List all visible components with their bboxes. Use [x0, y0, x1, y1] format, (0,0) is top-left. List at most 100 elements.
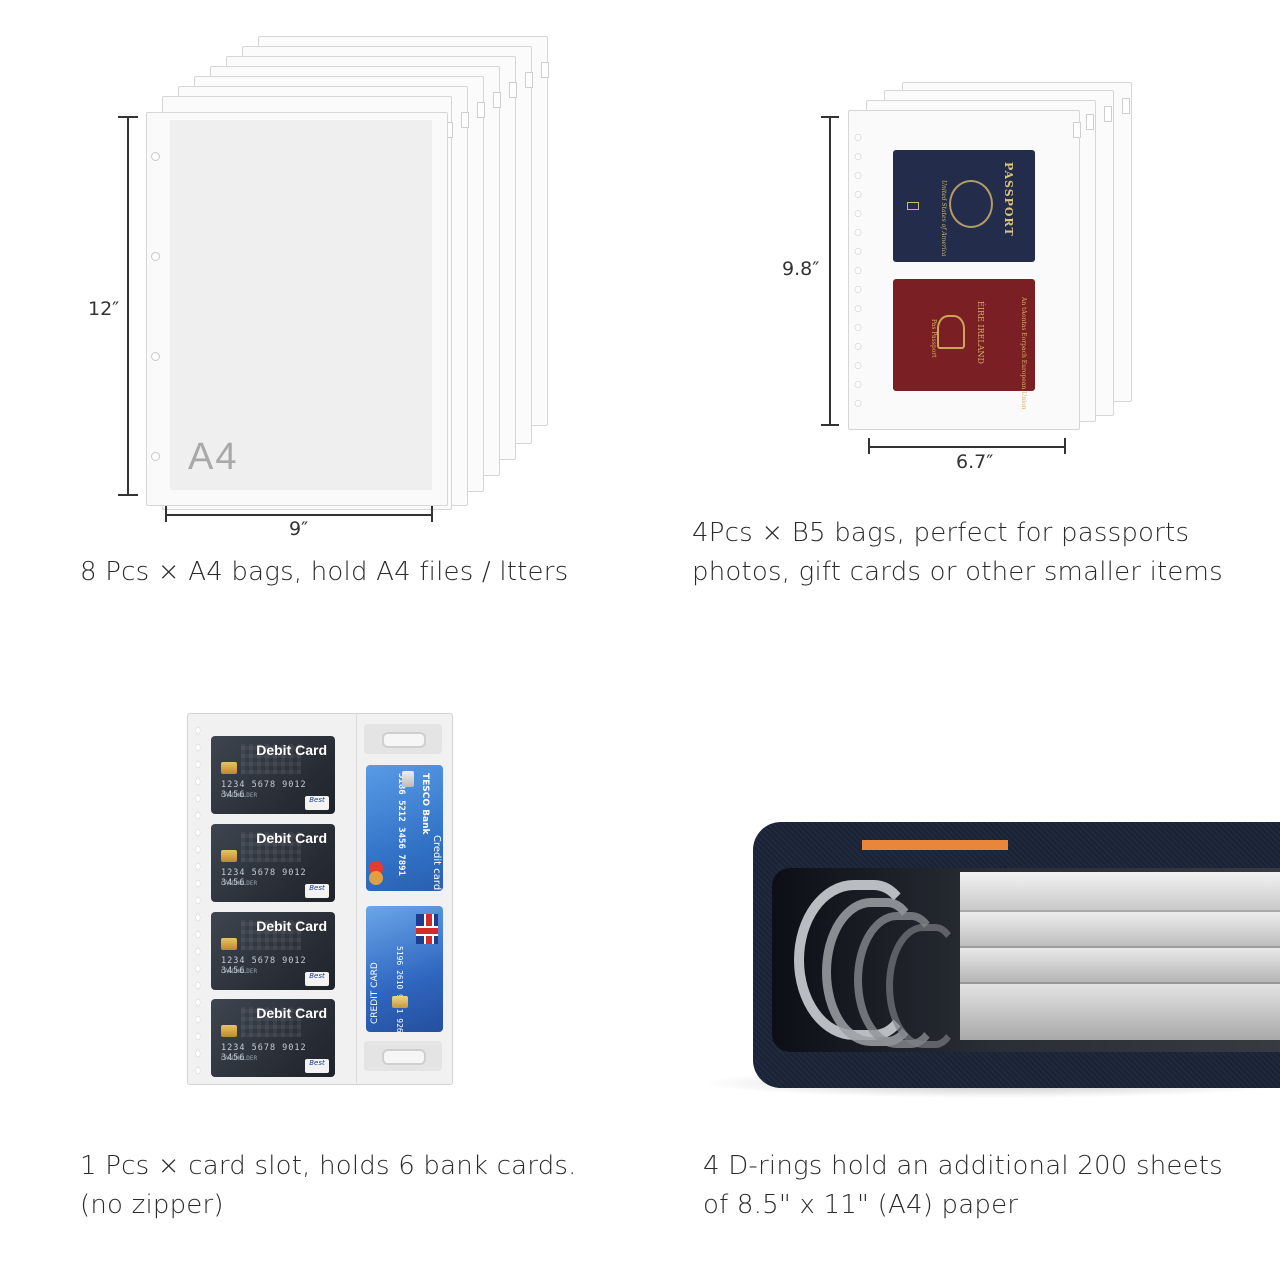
- b5-caption-line2: photos, gift cards or other smaller item…: [692, 557, 1223, 587]
- height-dimension-line: [829, 116, 831, 426]
- uk-flag-icon: [416, 914, 438, 944]
- tesco-card-number: 5186 5212 3456 7891: [396, 773, 406, 876]
- card-chip-icon: [221, 762, 237, 774]
- binder-caption-line1: 4 D-rings hold an additional 200 sheets: [703, 1151, 1223, 1181]
- binder-clip-top: [364, 724, 442, 754]
- zipper-pull: [1104, 106, 1112, 122]
- zipper-pull: [493, 92, 501, 108]
- clip-slot-icon: [382, 1049, 426, 1065]
- debit-card-3: Debit Card 1234 5678 9012 3456 CARDHOLDE…: [211, 912, 335, 990]
- b5-width-label: 6.7″: [956, 451, 994, 473]
- d-ring-icon: [886, 924, 960, 1048]
- mastercard-yellow-icon: [369, 871, 383, 885]
- binder-caption-line2: of 8.5" x 11" (A4) paper: [703, 1190, 1019, 1220]
- dimension-tick: [868, 438, 870, 454]
- height-dimension-line: [127, 116, 129, 496]
- punch-hole: [151, 252, 160, 261]
- paper-stack-4: [960, 984, 1280, 1040]
- debit-card-title: Debit Card: [256, 742, 327, 758]
- passport-ie-small: Pas Passport: [930, 319, 937, 358]
- harp-icon: [937, 315, 965, 349]
- punch-hole: [151, 152, 160, 161]
- dimension-tick: [165, 506, 167, 522]
- dimension-tick: [118, 494, 138, 496]
- passport-ie-title: ÉIRE IRELAND: [976, 301, 985, 364]
- a4-height-label: 12″: [88, 296, 120, 322]
- zipper-pull: [461, 112, 469, 128]
- card-chip-icon: [392, 996, 408, 1008]
- d-ring-icon: [822, 898, 920, 1046]
- card-chip-icon: [221, 850, 237, 862]
- uk-credit-card: CREDIT CARD 5196 2610 9561 9265: [366, 906, 443, 1032]
- uk-credit-label: CREDIT CARD: [370, 962, 380, 1024]
- eagle-seal-icon: [949, 180, 993, 228]
- tesco-bank-label: TESCO Bank: [420, 773, 430, 835]
- b5-height-label: 9.8″: [782, 258, 820, 280]
- debit-card-number: 1234 5678 9012 3456: [221, 1043, 307, 1063]
- card-chip-icon: [402, 771, 414, 787]
- zipper-pull: [541, 62, 549, 78]
- zipper-pull: [477, 102, 485, 118]
- debit-card-1: Debit Card 1234 5678 9012 3456 CARDHOLDE…: [211, 736, 335, 814]
- uk-card-number: 5196 2610 9561 9265: [395, 946, 404, 1032]
- tesco-credit-card: TESCO Bank Credit card 5186 5212 3456 78…: [366, 765, 443, 891]
- card-pattern: [241, 832, 301, 862]
- debit-card-title: Debit Card: [256, 918, 327, 934]
- width-dimension-line: [165, 514, 433, 516]
- dimension-tick: [821, 116, 839, 118]
- passport-ie-union: An tAontas Eorpach European Union: [1020, 297, 1027, 410]
- passport-ie: ÉIRE IRELAND An tAontas Eorpach European…: [893, 279, 1035, 410]
- a4-label: A4: [188, 436, 239, 478]
- debit-card-best: Best: [305, 796, 329, 810]
- card-caption-line2: (no zipper): [80, 1190, 224, 1220]
- zipper-pull: [1086, 114, 1094, 130]
- debit-card-number: 1234 5678 9012 3456: [221, 956, 307, 976]
- punch-hole: [151, 352, 160, 361]
- clip-slot-icon: [382, 732, 426, 748]
- card-sheet-holes: [193, 722, 203, 1077]
- chip-symbol-icon: [907, 202, 919, 210]
- binder-clip-bottom: [364, 1041, 442, 1071]
- dimension-tick: [118, 116, 138, 118]
- card-chip-icon: [221, 938, 237, 950]
- card-pattern: [241, 744, 301, 774]
- zipper-pull: [1122, 98, 1130, 114]
- card-pocket-divider: [356, 713, 357, 1083]
- zipper-pull: [509, 82, 517, 98]
- dimension-tick: [821, 424, 839, 426]
- zipper-pull: [525, 72, 533, 88]
- debit-card-holder: CARDHOLDER: [221, 880, 258, 887]
- debit-card-best: Best: [305, 1059, 329, 1073]
- debit-card-holder: CARDHOLDER: [221, 968, 258, 975]
- paper-stack-2: [960, 912, 1280, 948]
- debit-card-title: Debit Card: [256, 830, 327, 846]
- debit-card-number: 1234 5678 9012 3456: [221, 868, 307, 888]
- card-slot-panel: Debit Card 1234 5678 9012 3456 CARDHOLDE…: [0, 640, 640, 1280]
- punch-hole: [151, 452, 160, 461]
- debit-card-best: Best: [305, 972, 329, 986]
- a4-caption: 8 Pcs × A4 bags, hold A4 files / ltters: [80, 557, 569, 587]
- passport-us-country: United States of America: [940, 180, 947, 257]
- a4-bags-panel: A4 12″ 9″ 8 Pcs × A4 bags, hold A4 files…: [0, 0, 640, 640]
- debit-card-holder: CARDHOLDER: [221, 1055, 258, 1062]
- a4-sheet-inner: [170, 120, 432, 490]
- a4-width-label: 9″: [289, 518, 309, 540]
- debit-card-4: Debit Card 1234 5678 9012 3456 CARDHOLDE…: [211, 999, 335, 1077]
- tesco-card-type: Credit card: [431, 835, 442, 891]
- d-ring-icon: [854, 912, 940, 1048]
- paper-stack-1: [960, 872, 1280, 912]
- zipper-pull: [1073, 122, 1081, 138]
- debit-card-number: 1234 5678 9012 3456: [221, 780, 307, 800]
- dimension-tick: [431, 506, 433, 522]
- passport-us: PASSPORT United States of America: [893, 150, 1035, 262]
- width-dimension-line: [868, 446, 1066, 448]
- debit-card-title: Debit Card: [256, 1005, 327, 1021]
- card-pattern: [241, 1007, 301, 1037]
- debit-card-2: Debit Card 1234 5678 9012 3456 CARDHOLDE…: [211, 824, 335, 902]
- paper-stack-3: [960, 948, 1280, 984]
- binder-orange-strip: [862, 840, 1008, 850]
- card-caption-line1: 1 Pcs × card slot, holds 6 bank cards.: [80, 1151, 577, 1181]
- debit-card-best: Best: [305, 884, 329, 898]
- passport-us-title: PASSPORT: [1002, 162, 1015, 237]
- b5-bags-panel: PASSPORT United States of America ÉIRE I…: [640, 0, 1280, 640]
